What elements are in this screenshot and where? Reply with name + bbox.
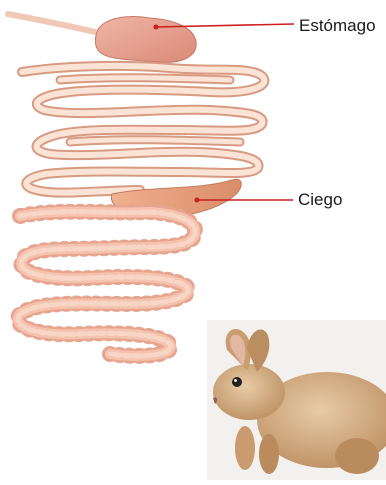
cecum-leader-dot <box>195 198 200 203</box>
cecum-label: Ciego <box>298 191 342 208</box>
rabbit-photo <box>207 320 386 480</box>
stomach-label: Estómago <box>299 17 376 34</box>
stomach-organ <box>95 17 196 63</box>
small-intestine <box>22 66 264 193</box>
large-intestine <box>18 212 195 356</box>
rabbit-icon <box>207 320 386 480</box>
stomach-leader-dot <box>154 25 159 30</box>
esophagus <box>8 14 104 34</box>
